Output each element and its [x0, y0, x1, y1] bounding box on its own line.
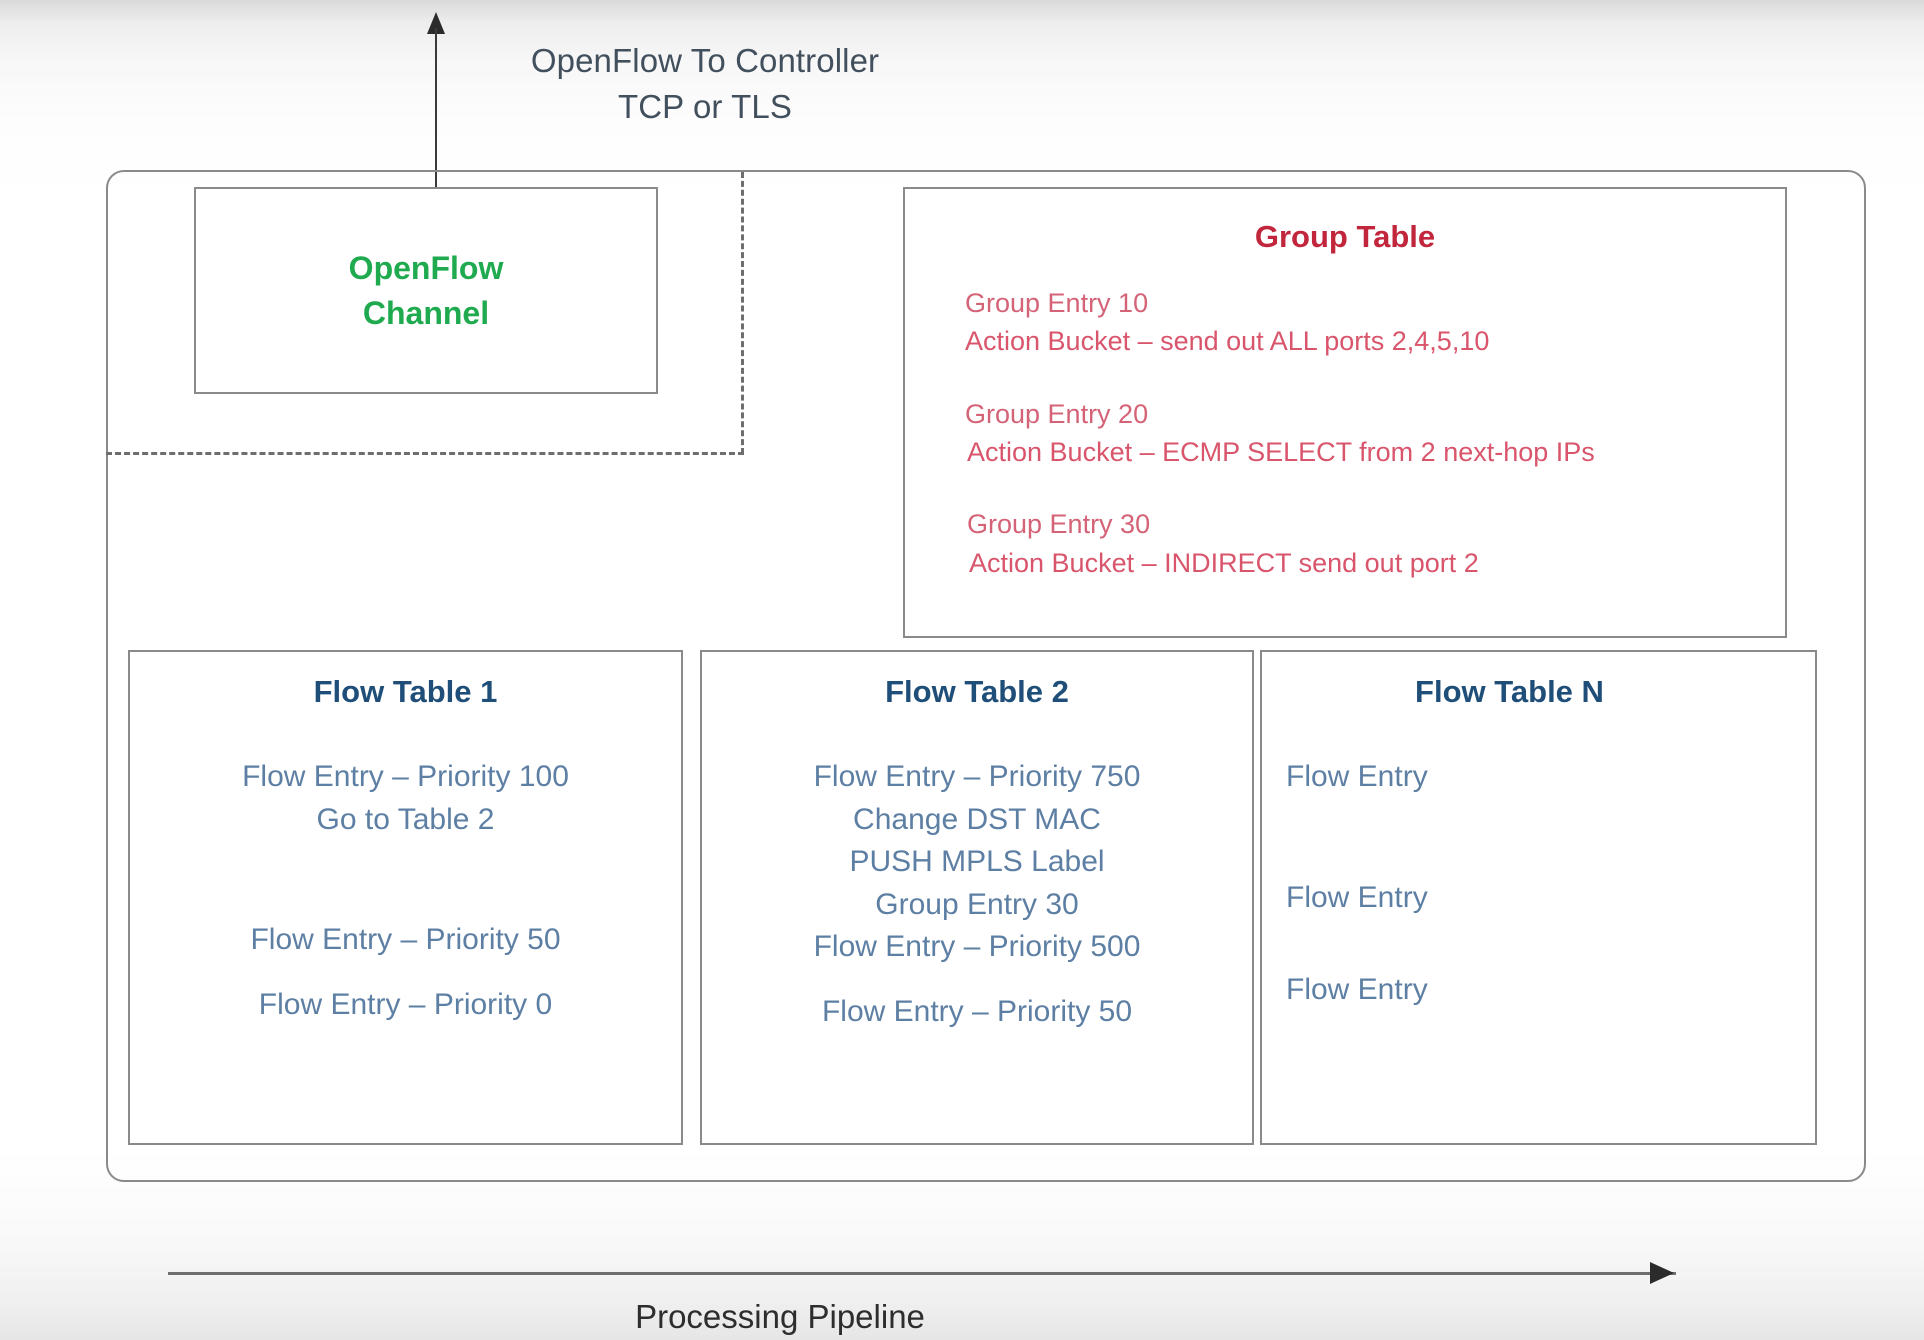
arrow-up-icon	[427, 12, 445, 34]
group-table-entry: Group Entry 30 Action Bucket – INDIRECT …	[965, 505, 1771, 582]
openflow-channel-box: OpenFlow Channel	[194, 187, 658, 394]
spacer	[130, 962, 681, 984]
flow-entry: Flow Entry – Priority 750	[813, 760, 1141, 793]
spacer	[130, 841, 681, 919]
spacer	[1262, 799, 1815, 877]
flow-entry: Flow Entry – Priority 50	[250, 923, 561, 957]
openflow-channel-label: OpenFlow Channel	[349, 246, 504, 334]
processing-pipeline-line	[168, 1272, 1676, 1275]
group-entry-action-bucket: Action Bucket – send out ALL ports 2,4,5…	[965, 326, 1490, 357]
group-entry-action-bucket: Action Bucket – INDIRECT send out port 2	[969, 547, 1479, 578]
flow-entry-action: PUSH MPLS Label	[849, 845, 1105, 879]
group-table-title: Group Table	[1254, 219, 1436, 254]
flow-table-n-entries: Flow Entry Flow Entry Flow Entry	[1262, 756, 1815, 1012]
spacer	[702, 969, 1252, 991]
flow-entry: Flow Entry – Priority 0	[258, 987, 553, 1021]
flow-entry-action: Group Entry 30	[875, 887, 1079, 921]
controller-link-label: OpenFlow To Controller TCP or TLS	[470, 38, 940, 129]
processing-pipeline-label: Processing Pipeline	[635, 1298, 925, 1335]
group-table-entry-list: Group Entry 10 Action Bucket – send out …	[965, 284, 1771, 582]
openflow-channel-label-line2: Channel	[362, 294, 490, 331]
controller-link-label-line1: OpenFlow To Controller	[530, 42, 880, 79]
flow-table-2-entries: Flow Entry – Priority 750 Change DST MAC…	[702, 756, 1252, 1034]
group-entry-name: Group Entry 10	[965, 288, 1149, 318]
flow-entry: Flow Entry – Priority 100	[242, 760, 569, 793]
flow-table-n-box: Flow Table N Flow Entry Flow Entry Flow …	[1260, 650, 1817, 1145]
flow-table-2-title: Flow Table 2	[885, 674, 1069, 709]
group-table-entry: Group Entry 10 Action Bucket – send out …	[965, 284, 1771, 361]
flow-table-1-box: Flow Table 1 Flow Entry – Priority 100 G…	[128, 650, 683, 1145]
flow-entry-action: Change DST MAC	[853, 802, 1101, 836]
flow-entry: Flow Entry	[1286, 760, 1428, 793]
flow-entry-action: Go to Table 2	[316, 802, 495, 836]
flow-table-row: Flow Table 1 Flow Entry – Priority 100 G…	[128, 650, 1844, 1145]
flow-entry: Flow Entry – Priority 500	[813, 930, 1141, 964]
controller-link-label-line2: TCP or TLS	[617, 87, 792, 125]
flow-table-2-box: Flow Table 2 Flow Entry – Priority 750 C…	[700, 650, 1254, 1145]
group-entry-name: Group Entry 30	[967, 509, 1151, 540]
group-table-entry: Group Entry 20 Action Bucket – ECMP SELE…	[965, 395, 1771, 472]
openflow-channel-label-line1: OpenFlow	[348, 250, 504, 287]
flow-table-1-title: Flow Table 1	[313, 674, 498, 709]
flow-entry: Flow Entry	[1286, 973, 1428, 1007]
group-entry-action-bucket: Action Bucket – ECMP SELECT from 2 next-…	[967, 436, 1595, 467]
flow-table-n-title: Flow Table N	[1415, 674, 1604, 709]
group-table-box: Group Table Group Entry 10 Action Bucket…	[903, 187, 1787, 638]
group-entry-name: Group Entry 20	[965, 398, 1149, 429]
openflow-switch-container	[106, 170, 1866, 1182]
flow-table-1-entries: Flow Entry – Priority 100 Go to Table 2 …	[130, 756, 681, 1026]
control-plane-boundary-horizontal	[106, 452, 744, 455]
control-plane-boundary-vertical	[741, 172, 744, 454]
arrow-right-icon	[1650, 1262, 1674, 1284]
flow-entry: Flow Entry – Priority 50	[821, 994, 1133, 1028]
spacer	[1262, 919, 1815, 969]
flow-entry: Flow Entry	[1286, 880, 1428, 914]
controller-link-line	[435, 28, 437, 188]
